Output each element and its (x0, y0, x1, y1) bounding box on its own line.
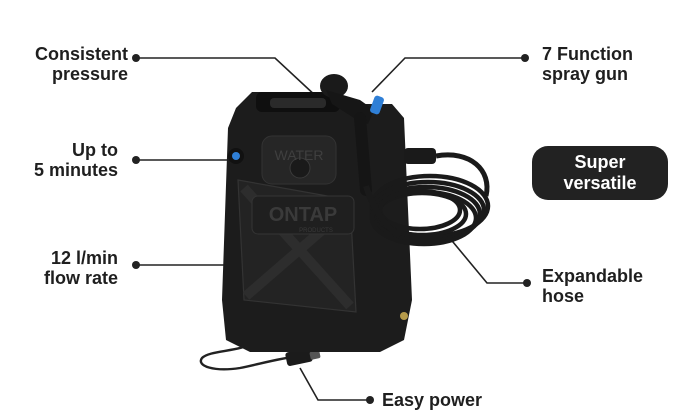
callout-line-pressure (136, 57, 319, 99)
expandable-hose-coil (363, 148, 491, 247)
callout-line-spray (371, 57, 525, 93)
badge-line: versatile (563, 173, 637, 193)
embossed-water-text: WATER (275, 147, 324, 163)
label-expandable-hose: Expandable hose (542, 266, 643, 306)
callout-lines (136, 57, 527, 401)
label-line: spray gun (542, 64, 629, 84)
super-versatile-badge: Super versatile (532, 146, 668, 200)
label-consistent-pressure: Consistent pressure (14, 44, 128, 84)
embossed-sub-text: PRODUCTS (299, 228, 333, 234)
label-spray-gun: 7 Function spray gun (542, 44, 633, 84)
label-line: 5 minutes (33, 160, 118, 180)
label-flow-rate: 12 l/min flow rate (14, 248, 118, 288)
label-up-to-5-minutes: Up to 5 minutes (14, 140, 118, 180)
label-easy-power: Easy power (382, 390, 483, 410)
embossed-brand-text: ONTAP (269, 204, 338, 226)
label-line: 12 l/min (50, 248, 118, 268)
label-line: Expandable (542, 266, 644, 286)
spray-gun (320, 74, 384, 196)
callout-line-hose (447, 235, 527, 284)
label-line: hose (542, 286, 585, 306)
label-line: 7 Function (542, 44, 633, 64)
power-cord (199, 340, 301, 371)
power-plug (285, 348, 321, 366)
label-line: Up to (72, 140, 118, 160)
label-line: Consistent (34, 44, 128, 64)
callout-dots (132, 54, 531, 404)
callout-line-power (299, 367, 370, 401)
label-line: pressure (51, 64, 128, 84)
badge-line: Super (574, 152, 626, 172)
label-line: flow rate (43, 268, 118, 288)
